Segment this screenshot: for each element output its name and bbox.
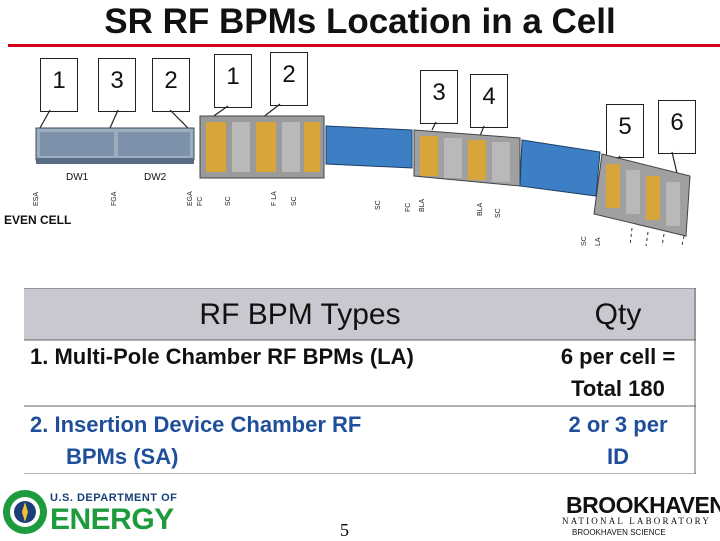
row2-type-line1: 2. Insertion Device Chamber RF [30, 412, 361, 437]
damping-wiggler-section [35, 127, 195, 164]
callout-2: 2 [152, 58, 190, 112]
small-label: F LA [271, 191, 278, 206]
bpm-types-table: RF BPM Types Qty 1. Multi-Pole Chamber R… [24, 288, 696, 474]
title-rule [8, 44, 720, 47]
page-title: SR RF BPMs Location in a Cell [104, 2, 616, 41]
magnet-girder-1 [199, 115, 325, 179]
dw1-label: DW1 [66, 172, 89, 183]
dw2-label: DW2 [144, 172, 167, 183]
callout-4: 4 [470, 74, 508, 128]
small-labels: ESA FGA EGA FC SC F LA SC SC FC BLA BLA … [33, 191, 602, 246]
small-label: SC [291, 196, 298, 206]
cell-diagram: EVEN CELL DW1 DW2 ESA FGA EGA FC SC F LA… [4, 103, 691, 247]
bpm-markers [629, 227, 685, 247]
magnet-girder-3 [593, 153, 691, 237]
dipole-magnet-1 [325, 125, 413, 169]
bnl-text-line2: NATIONAL LABORATORY [562, 516, 712, 526]
small-label: SC [375, 200, 382, 210]
small-label: LA [595, 237, 602, 246]
callout-3b: 3 [420, 70, 458, 124]
small-label: ESA [33, 192, 40, 206]
bnl-logo-icon: BROOKHAVEN [566, 492, 720, 518]
small-label: FC [197, 197, 204, 206]
doe-seal-icon [3, 490, 47, 534]
small-label: SC [225, 196, 232, 206]
page-number: 5 [340, 520, 349, 540]
callout-1: 1 [40, 58, 78, 112]
row1-qty-line1: 6 per cell = [561, 344, 675, 369]
row2-qty-line2: ID [607, 444, 629, 469]
small-label: BLA [419, 198, 426, 212]
callout-5: 5 [606, 104, 644, 158]
small-label: BLA [477, 202, 484, 216]
small-label: FC [405, 203, 412, 212]
callout-6: 6 [658, 100, 696, 154]
row2-type-line2: BPMs (SA) [66, 444, 178, 469]
small-label: SC [495, 208, 502, 218]
row1-type: 1. Multi-Pole Chamber RF BPMs (LA) [30, 344, 414, 369]
dipole-magnet-2 [519, 139, 601, 197]
row2-qty-line1: 2 or 3 per [568, 412, 667, 437]
doe-text-line2: ENERGY [50, 503, 174, 536]
header-types: RF BPM Types [199, 298, 400, 331]
header-qty: Qty [595, 298, 642, 331]
callout-2b: 2 [270, 52, 308, 106]
cell-label: EVEN CELL [4, 213, 71, 227]
small-label: EGA [187, 191, 194, 206]
small-label: FGA [111, 191, 118, 206]
table-header-band [24, 288, 696, 340]
magnet-girder-2 [413, 129, 521, 187]
doe-text-line1: U.S. DEPARTMENT OF [50, 492, 178, 504]
callout-1b: 1 [214, 54, 252, 108]
small-label: SC [581, 236, 588, 246]
row1-qty-line2: Total 180 [571, 376, 665, 401]
bnl-text-line3: BROOKHAVEN SCIENCE [572, 528, 666, 537]
